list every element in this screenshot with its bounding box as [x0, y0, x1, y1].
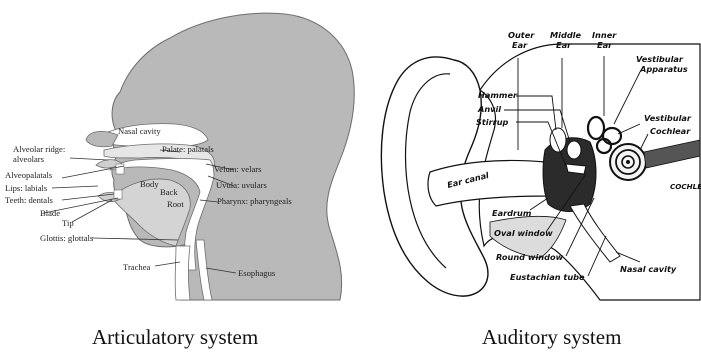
label-oval-window: Oval window — [494, 228, 553, 238]
label-root: Root — [167, 199, 184, 209]
label-vestibular-apparatus-1: Vestibular — [636, 54, 684, 64]
label-uvula: Uvula: uvulars — [216, 180, 267, 190]
anvil-shape — [567, 141, 581, 159]
label-velum: Velum: velars — [214, 164, 262, 174]
label-vestibular-apparatus-2: Apparatus — [639, 64, 688, 74]
label-glottis: Glottis: glottals — [40, 233, 94, 243]
label-cochlea: COCHLE — [670, 182, 701, 191]
caption-auditory: Auditory system — [482, 325, 621, 349]
label-trachea: Trachea — [123, 262, 151, 272]
label-cochlear: Cochlear — [650, 126, 691, 136]
label-nasal-cavity-ear: Nasal cavity — [620, 264, 677, 274]
lower-teeth — [114, 190, 122, 199]
caption-articulatory: Articulatory system — [92, 325, 258, 349]
label-round-window: Round window — [496, 252, 564, 262]
leader-lips — [52, 186, 98, 188]
label-inner-ear-2: Ear — [597, 40, 613, 50]
label-middle-ear-2: Ear — [556, 40, 572, 50]
upper-teeth — [116, 164, 124, 174]
label-anvil: Anvil — [477, 104, 501, 114]
label-tip: Tip — [62, 218, 74, 228]
label-inner-ear-1: Inner — [592, 30, 617, 40]
label-back: Back — [160, 187, 178, 197]
label-hammer: Hammer — [478, 90, 518, 100]
label-esophagus: Esophagus — [238, 268, 276, 278]
label-alveolars: alveolars — [13, 154, 45, 164]
label-nasal-cavity: Nasal cavity — [118, 126, 161, 136]
label-alveolar-ridge: Alveolar ridge: — [13, 144, 65, 154]
label-outer-ear-1: Outer — [508, 30, 535, 40]
label-lips: Lips: labials — [5, 183, 48, 193]
label-outer-ear-2: Ear — [512, 40, 528, 50]
label-alveopalatals: Alveopalatals — [5, 170, 53, 180]
label-eustachian-tube: Eustachian tube — [510, 272, 585, 282]
label-eardrum: Eardrum — [492, 208, 532, 218]
label-middle-ear-1: Middle — [550, 30, 581, 40]
label-pharynx: Pharynx: pharyngeals — [217, 196, 292, 206]
articulatory-diagram: Nasal cavity Palate: palatals Alveolar r… — [5, 13, 354, 349]
label-stirrup: Stirrup — [476, 117, 509, 127]
nose-shape — [86, 131, 118, 146]
label-blade: Blade — [40, 208, 60, 218]
label-teeth: Teeth: dentals — [5, 195, 53, 205]
trachea-shape — [175, 246, 190, 300]
auditory-diagram: Outer Ear Middle Ear Inner Ear Vestibula… — [381, 30, 701, 349]
stirrup-shape — [566, 164, 586, 174]
label-vestibular: Vestibular — [644, 113, 692, 123]
label-palate: Palate: palatals — [162, 144, 214, 154]
leader-alveolar — [70, 158, 108, 160]
label-body: Body — [140, 179, 159, 189]
